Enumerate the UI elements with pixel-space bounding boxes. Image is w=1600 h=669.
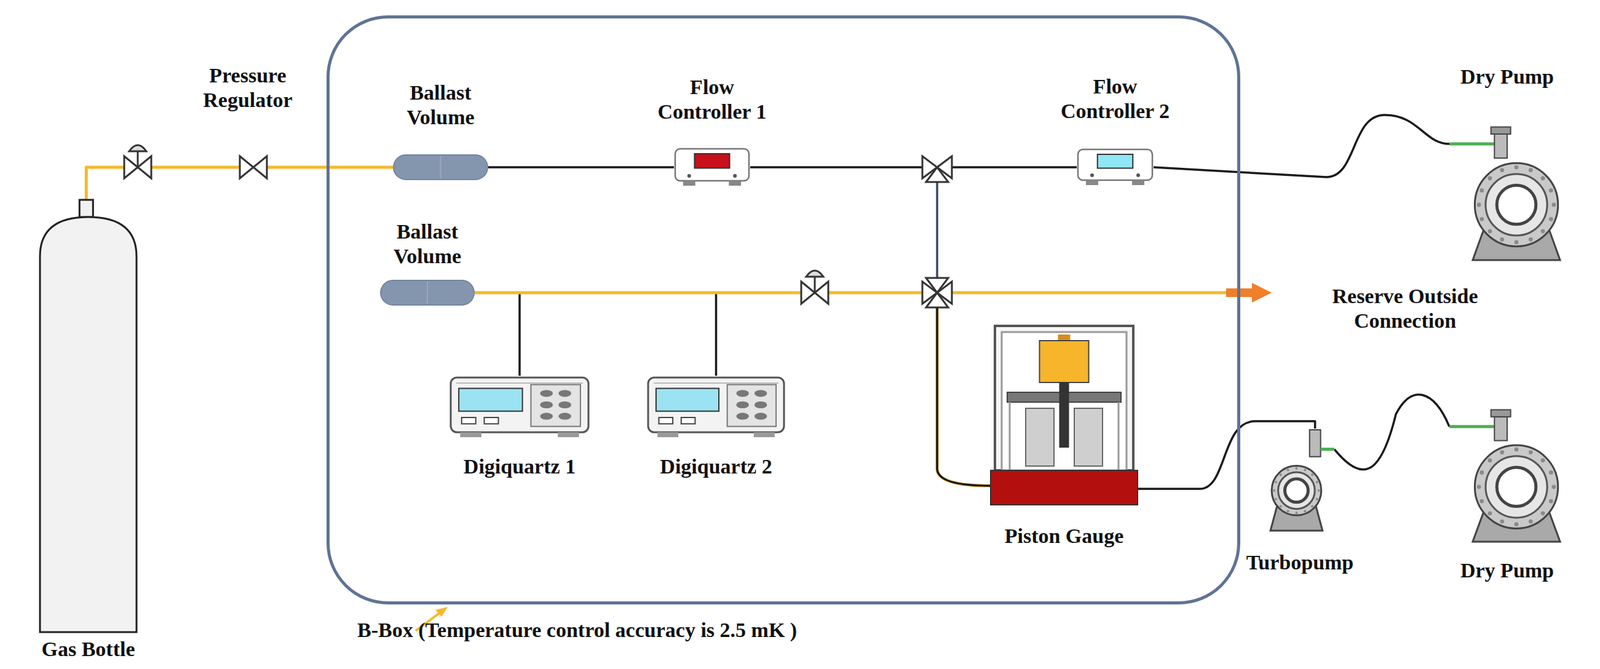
device-label: Turbopump: [1246, 550, 1355, 575]
pipe-connector: [1334, 394, 1450, 470]
ballast-volume: Ballast Volume: [380, 279, 475, 306]
shutoff-valve: [239, 156, 267, 179]
device-icon: [1076, 148, 1154, 187]
pipe-connector: [488, 166, 674, 169]
device-icon: [392, 154, 489, 181]
device-label: Ballast Volume: [379, 80, 503, 130]
device-icon: [1449, 119, 1565, 262]
device-label: Piston Gauge: [1004, 523, 1125, 549]
gas-line: [946, 291, 1228, 295]
gas-bottle: Gas Bottle: [38, 199, 138, 634]
device-icon: [673, 147, 751, 187]
device-label: Flow Controller 2: [1044, 74, 1187, 124]
pipe-connector: [750, 166, 1077, 169]
pressure-gauge: Digiquartz 1: [448, 375, 591, 440]
pipe-line: [935, 178, 939, 283]
pressure-gauge: Digiquartz 2: [646, 375, 786, 440]
device-label: Digiquartz 1: [463, 454, 576, 480]
pipe-connector: [474, 292, 520, 376]
device-label: Dry Pump: [1460, 64, 1554, 90]
box-heading: B-Box (Temperature control accuracy is 2…: [357, 617, 797, 643]
regulator-valve: [124, 145, 152, 179]
device-icon: [646, 375, 786, 440]
device-label: Ballast Volume: [365, 219, 489, 269]
pipe-line: [937, 302, 991, 486]
pointer-head: [435, 606, 448, 617]
dry-pump: Dry Pump: [1449, 119, 1565, 262]
device-icon: [380, 279, 475, 306]
four-way-valve: [922, 277, 952, 308]
device-icon: [448, 375, 591, 440]
pipe-connector: [1153, 114, 1450, 178]
flow-controller: Flow Controller 1: [673, 147, 751, 187]
device-label: Digiquartz 2: [659, 454, 772, 480]
turbo-pump: Turbopump: [1265, 428, 1335, 532]
device-label: Gas Bottle: [41, 637, 135, 662]
needle-valve: [801, 270, 829, 304]
device-icon: [38, 199, 138, 634]
part-label: Reserve Outside Connection: [1294, 284, 1516, 334]
piston-gauge: Piston Gauge: [990, 324, 1139, 506]
outlet-arrow: [1251, 282, 1272, 303]
device-icon: [1265, 428, 1335, 532]
temperature-box: B-Box (Temperature control accuracy is 2…: [326, 15, 1241, 605]
flow-controller: Flow Controller 2: [1076, 148, 1154, 187]
device-icon: [1449, 402, 1565, 543]
part-label: Pressure Regulator: [174, 63, 322, 113]
pipe-connector: [474, 292, 717, 376]
three-way-valve: [922, 156, 952, 183]
device-icon: [990, 324, 1139, 506]
dry-pump: Dry Pump: [1449, 402, 1565, 543]
ballast-volume: Ballast Volume: [392, 154, 489, 181]
device-label: Flow Controller 1: [641, 75, 783, 125]
device-label: Dry Pump: [1460, 558, 1554, 583]
